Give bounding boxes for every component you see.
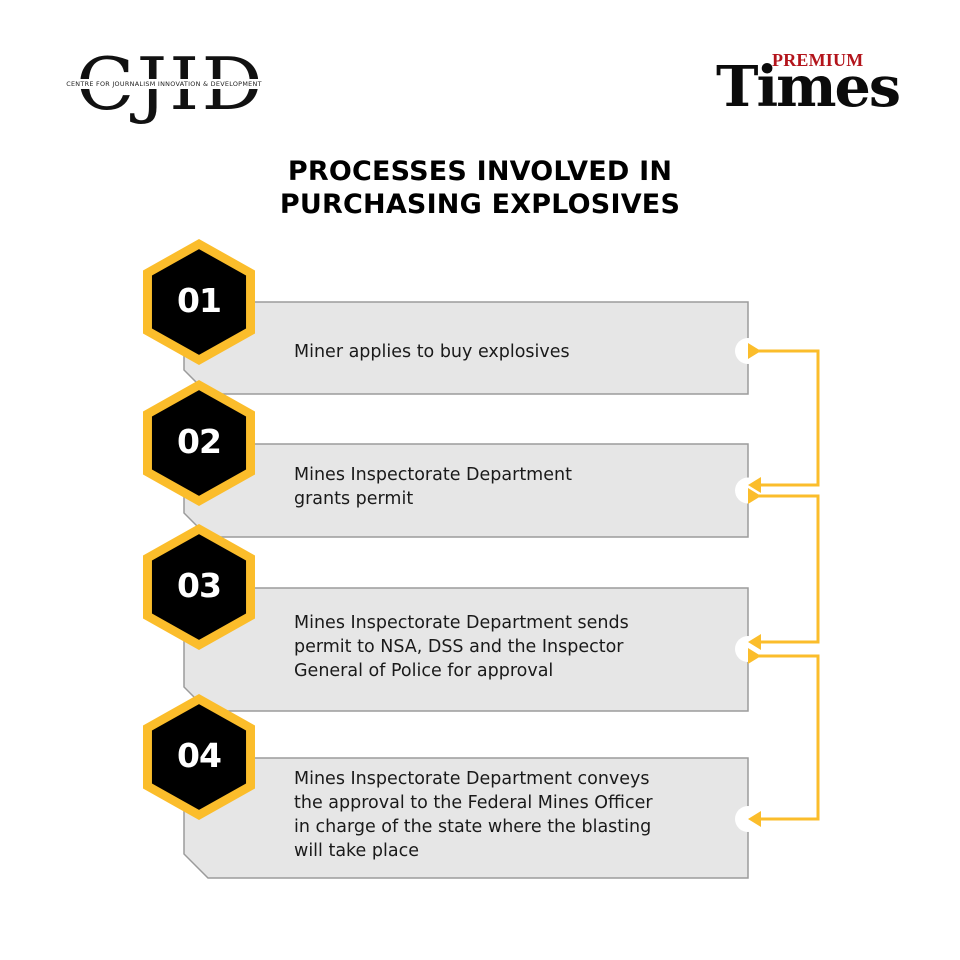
page-title: PROCESSES INVOLVED IN PURCHASING EXPLOSI… xyxy=(0,155,960,221)
arrow-right-icon xyxy=(748,488,761,504)
flow-connector-line xyxy=(758,494,820,644)
step-box xyxy=(183,443,749,538)
step-description: Mines Inspectorate Department conveys the… xyxy=(294,767,653,863)
cjid-logo-band xyxy=(58,79,270,89)
step-description-line: will take place xyxy=(294,841,419,861)
arrow-left-icon xyxy=(748,811,761,827)
step-number: 01 xyxy=(177,281,222,320)
arrow-right-icon xyxy=(748,343,761,359)
flow-connector-line xyxy=(758,349,820,487)
step-box xyxy=(183,757,749,879)
step-description-line: permit to NSA, DSS and the Inspector xyxy=(294,637,624,657)
arrow-left-icon xyxy=(748,634,761,650)
step-description-line: Mines Inspectorate Department conveys xyxy=(294,769,650,789)
hexagon-inner xyxy=(151,249,247,355)
premium-times-logo: PREMIUM Times xyxy=(716,50,912,116)
step-description-line: General of Police for approval xyxy=(294,661,554,681)
hexagon-inner xyxy=(151,390,247,496)
step-number: 04 xyxy=(177,736,222,775)
hexagon-inner xyxy=(151,534,247,640)
step-description-line: Mines Inspectorate Department sends xyxy=(294,613,629,633)
step-description-line: grants permit xyxy=(294,489,414,509)
step-box xyxy=(183,587,749,712)
cjid-logo: CJID CENTRE FOR JOURNALISM INNOVATION & … xyxy=(58,44,270,124)
cjid-logo-subtitle: CENTRE FOR JOURNALISM INNOVATION & DEVEL… xyxy=(66,80,262,88)
step-description: Miner applies to buy explosives xyxy=(294,340,570,364)
premium-times-logo-times: Times xyxy=(716,54,901,120)
arrow-right-icon xyxy=(748,648,761,664)
step-description: Mines Inspectorate Department grants perm… xyxy=(294,463,572,511)
step-description-line: the approval to the Federal Mines Office… xyxy=(294,793,653,813)
hexagon-inner xyxy=(151,704,247,810)
step-description-line: Mines Inspectorate Department xyxy=(294,465,572,485)
step-box xyxy=(183,301,749,395)
page-title-line-1: PROCESSES INVOLVED IN xyxy=(287,156,673,187)
arrow-left-icon xyxy=(748,477,761,493)
page-title-line-2: PURCHASING EXPLOSIVES xyxy=(279,189,681,220)
step-number: 03 xyxy=(177,566,222,605)
step-description-line: Miner applies to buy explosives xyxy=(294,342,570,362)
step-number: 02 xyxy=(177,422,222,461)
step-description: Mines Inspectorate Department sends permi… xyxy=(294,611,629,683)
flow-connector-line xyxy=(758,654,820,821)
premium-times-logo-premium: PREMIUM xyxy=(772,50,864,70)
step-description-line: in charge of the state where the blastin… xyxy=(294,817,652,837)
